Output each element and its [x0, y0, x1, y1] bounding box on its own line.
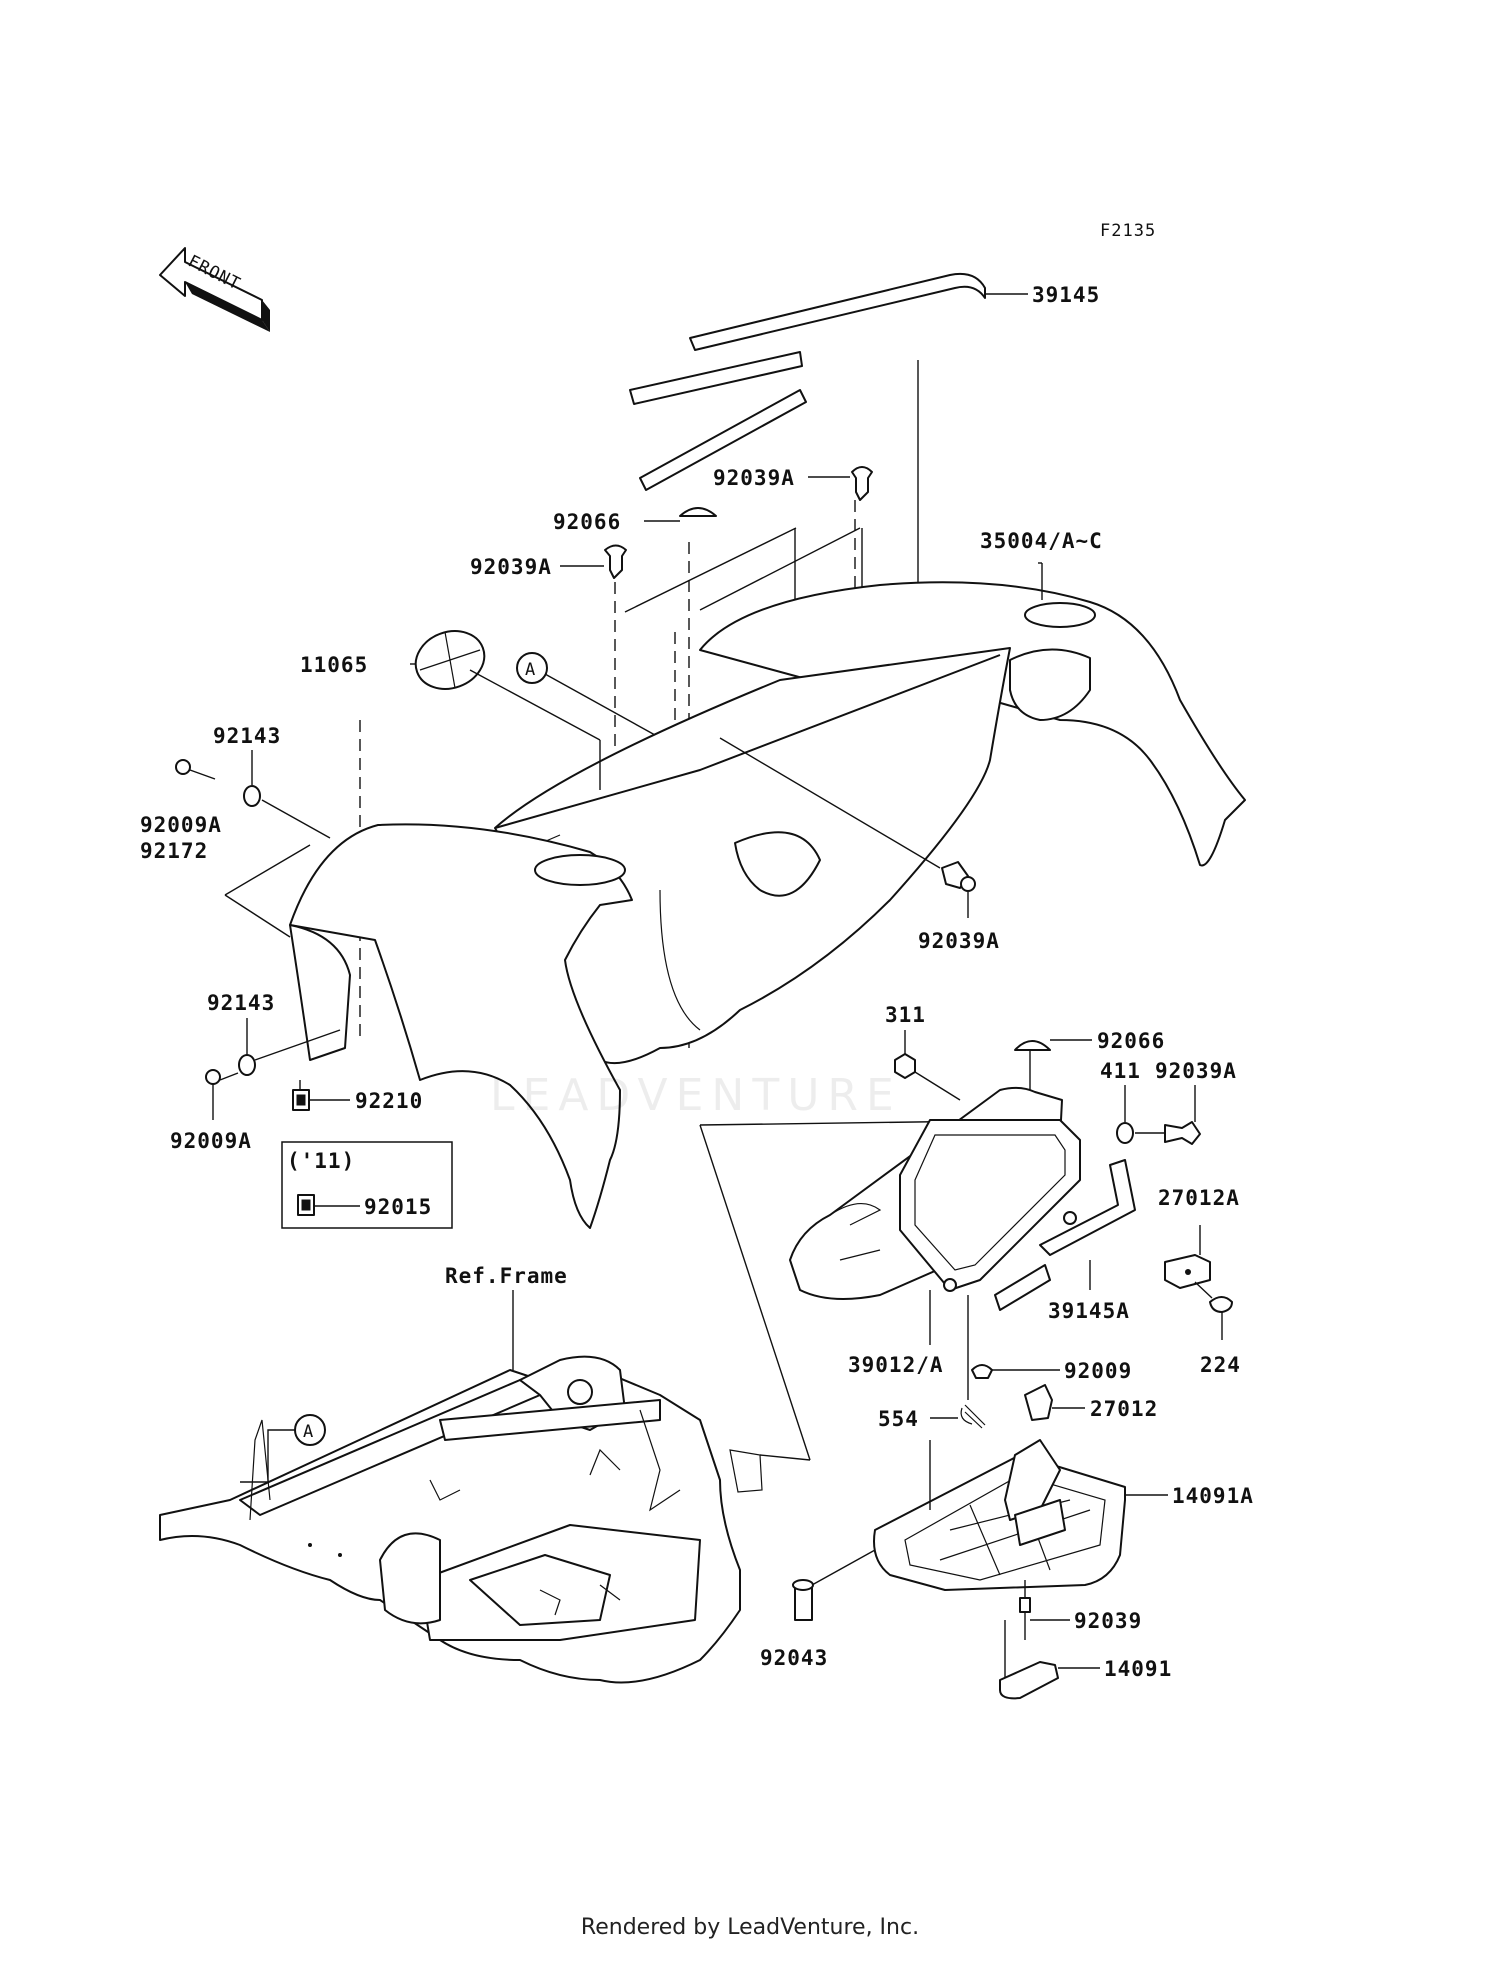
grommet-11065-icon [414, 630, 486, 690]
cap-92066-right [1014, 1040, 1051, 1051]
screw-224 [1209, 1296, 1233, 1313]
label-39012: 39012/A [848, 1353, 944, 1377]
label-92066-top: 92066 [553, 510, 621, 534]
label-14091: 14091 [1104, 1657, 1172, 1681]
label-14091a: 14091A [1172, 1484, 1254, 1508]
washer-92143-bottom [238, 1054, 256, 1076]
clip-92039a-left [604, 544, 627, 579]
label-92039a-right: 92039A [1155, 1059, 1237, 1083]
label-92015: 92015 [364, 1195, 432, 1219]
label-39145: 39145 [1032, 283, 1100, 307]
washer-411 [1116, 1122, 1134, 1144]
label-92039a-left: 92039A [470, 555, 552, 579]
label-92039a-mid: 92039A [918, 929, 1000, 953]
label-35004: 35004/A~C [980, 529, 1103, 553]
label-411: 411 [1100, 1059, 1141, 1083]
label-92009a-top: 92009A [140, 813, 222, 837]
storage-box-39012 [789, 1086, 1081, 1300]
screw-92009a-top [175, 759, 216, 780]
clip-92039a-right [1164, 1121, 1201, 1145]
label-554: 554 [878, 1407, 919, 1431]
pin-554 [960, 1404, 986, 1429]
left-fender [289, 823, 633, 1229]
label-92210: 92210 [355, 1089, 423, 1113]
screw-92009a-bottom [205, 1069, 239, 1085]
clip-92039a-mid [941, 861, 976, 892]
label-92066-right: 92066 [1097, 1029, 1165, 1053]
nut-92210-icon [292, 1089, 310, 1111]
lid-14091a [873, 1439, 1126, 1591]
seal-strip-39145 [629, 272, 986, 491]
year-note-box: ('11) 92015 [281, 1141, 453, 1229]
pin-92043 [792, 1579, 814, 1621]
label-92039a-top: 92039A [713, 466, 795, 490]
latch-27012 [1024, 1384, 1053, 1421]
label-92039: 92039 [1074, 1609, 1142, 1633]
screw-92009 [971, 1364, 993, 1379]
label-92009: 92009 [1064, 1359, 1132, 1383]
label-27012: 27012 [1090, 1397, 1158, 1421]
label-11065: 11065 [300, 653, 368, 677]
watermark-text: LEADVENTURE [490, 1070, 902, 1121]
frame-assembly [159, 1355, 763, 1684]
label-92009a-bottom: 92009A [170, 1129, 252, 1153]
ref-frame-label: Ref.Frame [445, 1264, 568, 1288]
footer-credit: Rendered by LeadVenture, Inc. [580, 1915, 920, 1940]
label-92143-bottom: 92143 [207, 991, 275, 1015]
svg-text:A: A [303, 1422, 314, 1442]
diagram-code: F2135 [1100, 221, 1156, 241]
label-39145a: 39145A [1048, 1299, 1130, 1323]
latch-27012a [1164, 1254, 1211, 1289]
svg-text:('11): ('11) [287, 1149, 355, 1173]
label-27012a: 27012A [1158, 1186, 1240, 1210]
washer-92143-top [243, 785, 261, 807]
svg-text:A: A [525, 660, 536, 680]
label-92043: 92043 [760, 1646, 828, 1670]
front-arrow-icon: FRONT [159, 247, 270, 332]
rear-fender-35004 [494, 581, 1246, 1065]
cap-92066-top [679, 507, 717, 517]
callout-a-bottom: A [294, 1414, 326, 1446]
label-92143-top: 92143 [213, 724, 281, 748]
rivet-92039 [1019, 1580, 1031, 1640]
hinge-14091 [999, 1661, 1059, 1700]
label-224: 224 [1200, 1353, 1241, 1377]
label-92172: 92172 [140, 839, 208, 863]
clip-92039a-top [851, 466, 873, 501]
seal-strip-39145a [994, 1159, 1136, 1311]
label-311: 311 [885, 1003, 926, 1027]
callout-a-top: A [516, 652, 548, 684]
